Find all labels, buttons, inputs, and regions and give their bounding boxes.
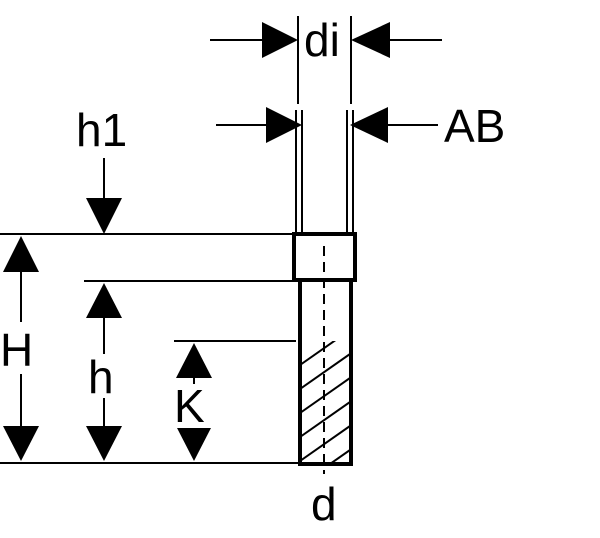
label-H: H <box>0 324 33 376</box>
di-dimension <box>210 16 442 104</box>
label-h1: h1 <box>76 104 127 156</box>
pipe-walls <box>295 110 354 232</box>
label-d: d <box>311 478 337 530</box>
ab-dimension <box>216 107 438 143</box>
hatch-area <box>301 341 350 462</box>
di-arrow-right <box>351 22 390 58</box>
di-arrow-left <box>262 22 298 58</box>
label-di: di <box>304 14 340 66</box>
ab-arrow-left <box>266 107 302 143</box>
label-h: h <box>88 351 114 403</box>
label-K: K <box>174 380 205 432</box>
h1-arrow <box>86 158 122 234</box>
K-dimension <box>172 343 218 461</box>
fitting-body <box>292 232 357 474</box>
ab-arrow-right <box>350 107 388 143</box>
h-dimension <box>86 283 124 461</box>
socket-head <box>292 232 357 282</box>
H-dimension <box>0 236 44 461</box>
label-ab: AB <box>444 100 505 152</box>
